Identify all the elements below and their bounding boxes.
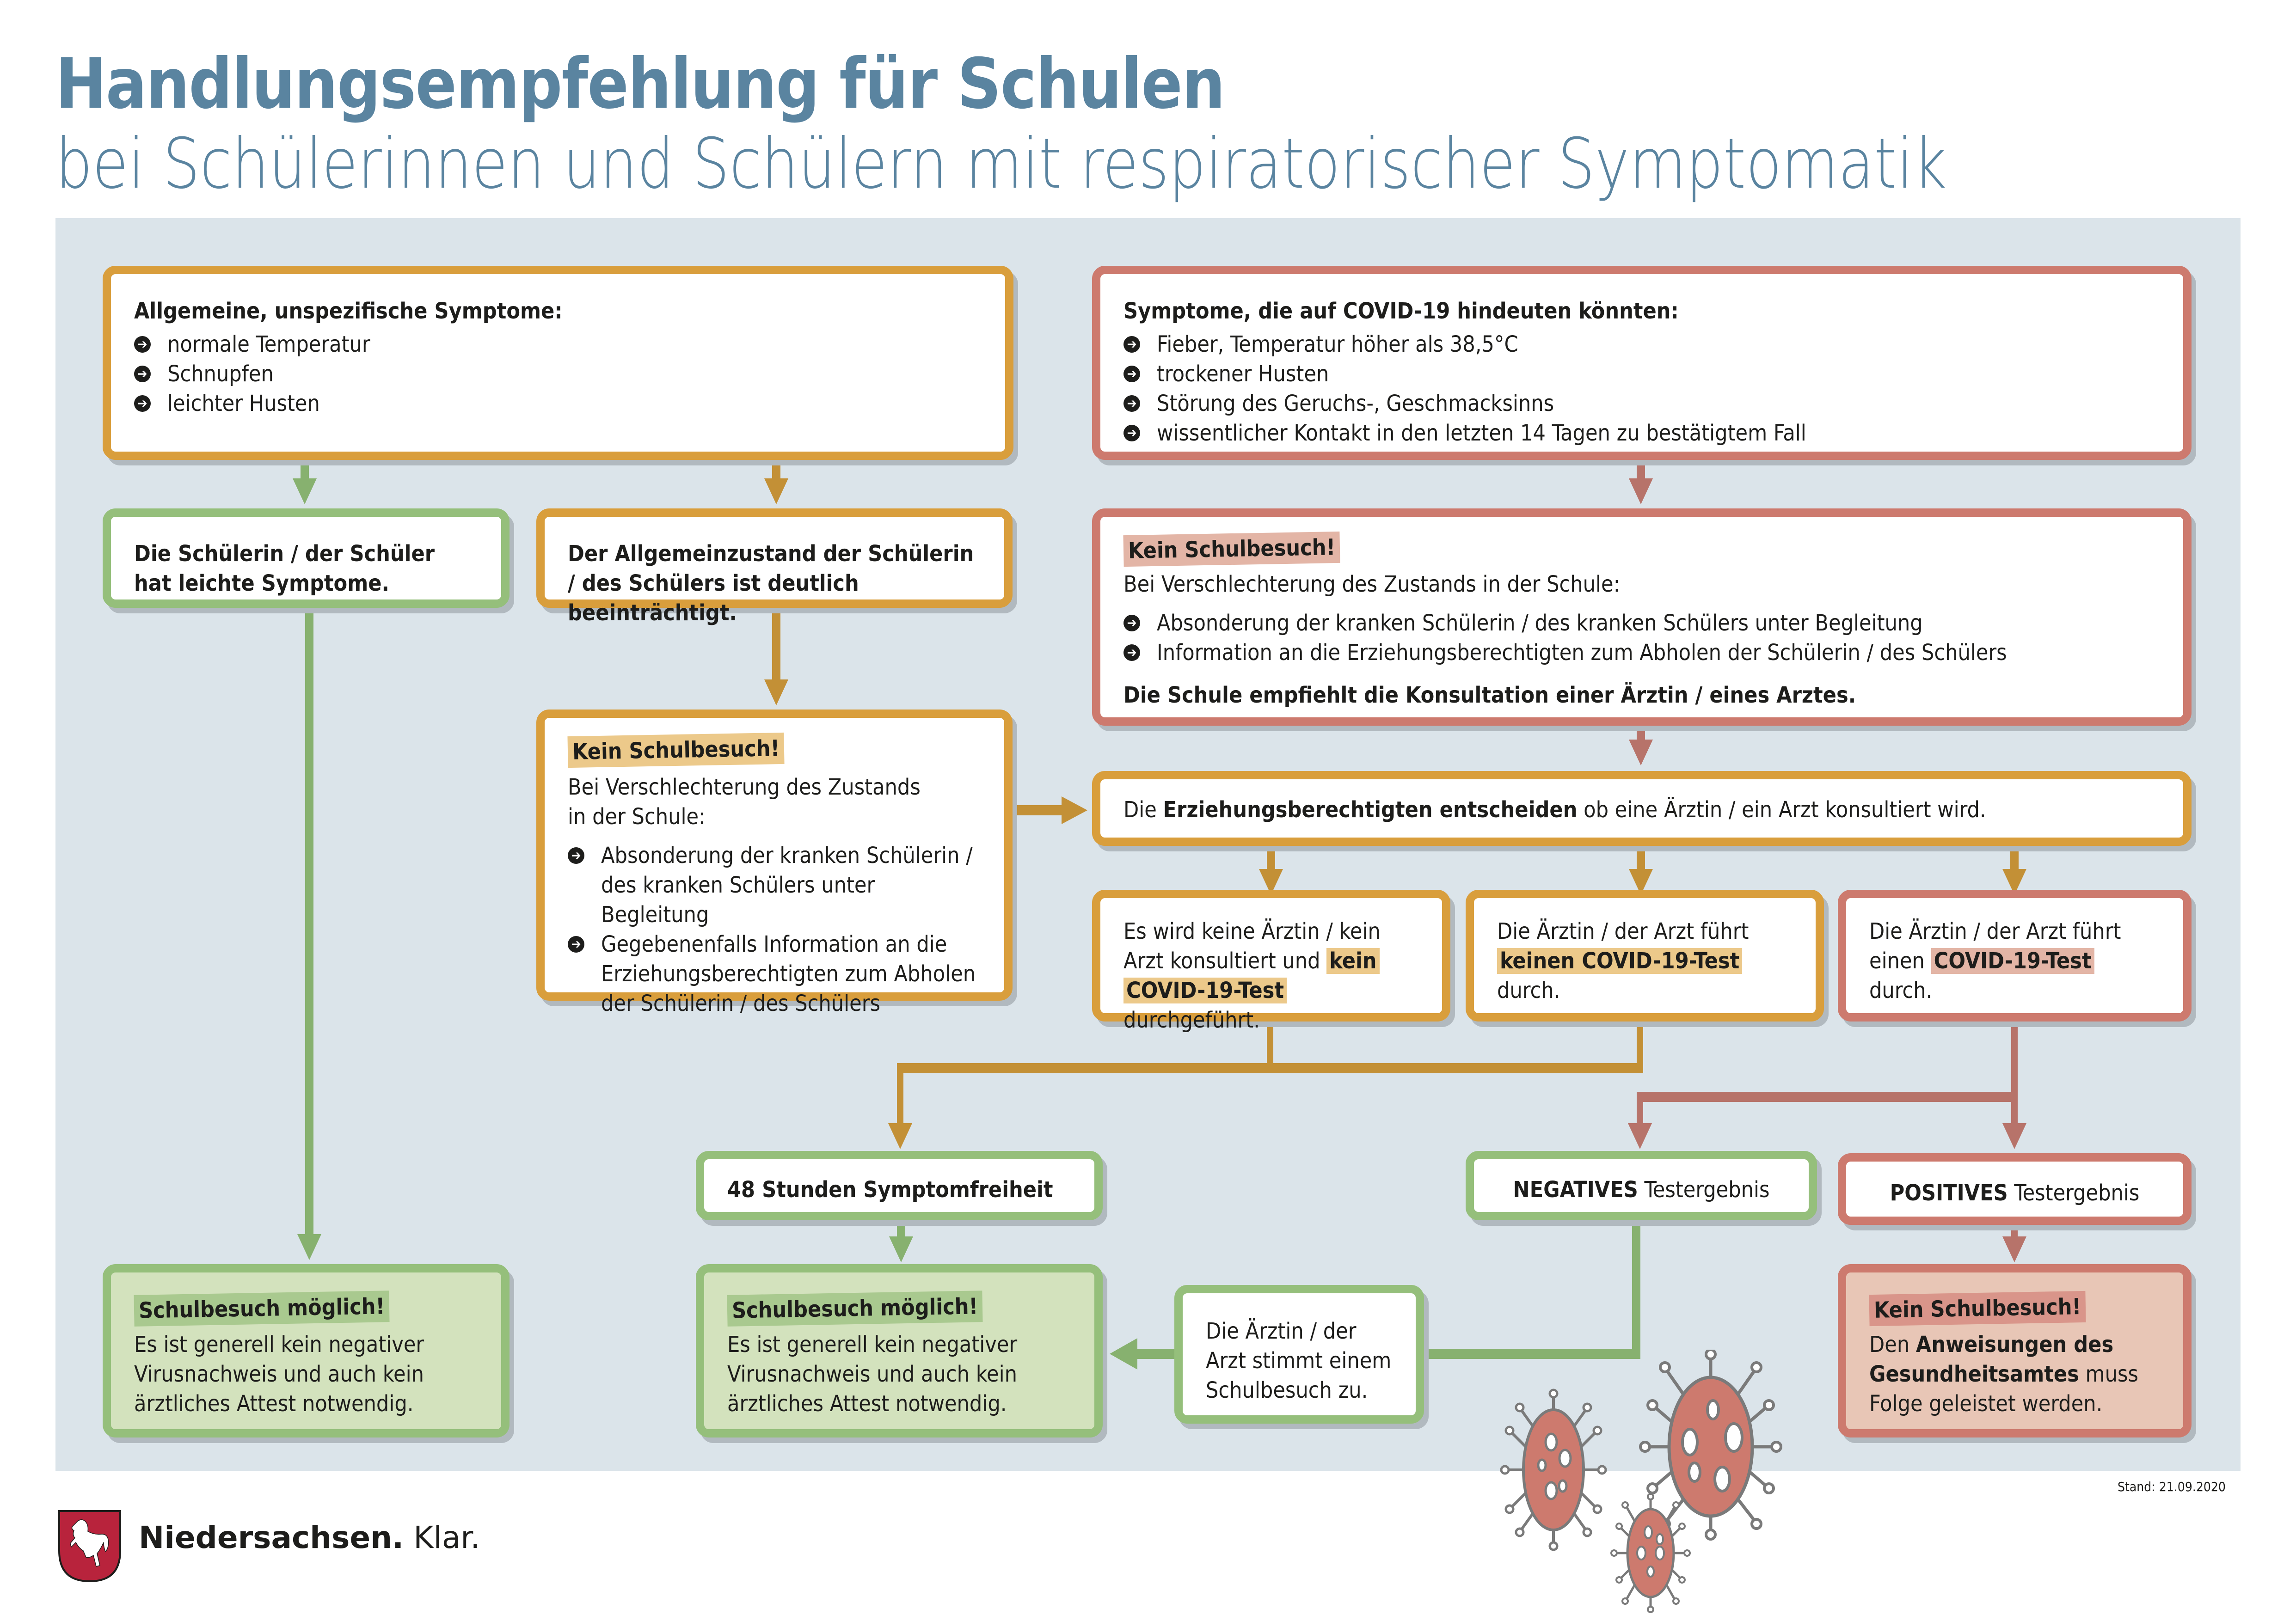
arrow-circle-right-icon: ➔ — [1123, 644, 1140, 661]
option-no-doctor-box: Es wird keine Ärztin / kein Arzt konsult… — [1092, 890, 1450, 1033]
list-item: ➔Fieber, Temperatur höher als 38,5°C — [1123, 330, 2160, 359]
connector — [1267, 846, 1275, 874]
condition-intro: Bei Verschlechterung des Zustands in der… — [568, 774, 921, 830]
arrow-down-icon — [297, 1234, 321, 1260]
connector — [2011, 1022, 2018, 1128]
list-item: ➔normale Temperatur — [134, 330, 982, 359]
connector — [1013, 805, 1063, 815]
connector — [1637, 726, 1645, 740]
connector — [2010, 846, 2019, 874]
coronavirus-icon — [1639, 1350, 1782, 1541]
school-possible-box-1: Schulbesuch möglich! Es ist generell kei… — [103, 1264, 510, 1437]
date-stamp: Stand: 21.09.2020 — [2118, 1479, 2226, 1494]
no-school-badge: Kein Schulbesuch! — [1123, 531, 1340, 567]
page-title: Handlungsempfehlung für Schulen — [55, 44, 1225, 124]
connector — [1637, 1092, 2018, 1102]
no-school-orange-box: Kein Schulbesuch! Bei Verschlechterung d… — [536, 710, 1013, 1016]
school-possible-text: Es ist generell kein negativer Virusnach… — [134, 1332, 424, 1417]
brand-wordmark: Niedersachsen. Klar. — [139, 1520, 480, 1555]
arrow-circle-right-icon: ➔ — [1123, 336, 1140, 353]
no-school-final-box: Kein Schulbesuch! Den Anweisungen des Ge… — [1838, 1264, 2192, 1437]
symptom-free-box: 48 Stunden Symptomfreiheit — [696, 1151, 1103, 1220]
coronavirus-icon — [1610, 1493, 1691, 1613]
connector — [1637, 460, 1645, 483]
list-item: ➔wissentlicher Kontakt in den letzten 14… — [1123, 418, 2160, 448]
measures-list: ➔Absonderung der kranken Schülerin / des… — [568, 841, 981, 1018]
list-item: ➔Information an die Erziehungsberechtigt… — [1123, 638, 2160, 667]
coronavirus-icon — [1500, 1389, 1607, 1551]
arrow-down-icon — [1629, 478, 1653, 504]
list-item: ➔Absonderung der kranken Schülerin / des… — [1123, 608, 2160, 638]
connector — [1637, 1092, 1643, 1128]
school-possible-badge: Schulbesuch möglich! — [134, 1291, 390, 1327]
condition-intro: Bei Verschlechterung des Zustands in der… — [1123, 571, 1621, 597]
arrow-down-icon — [764, 478, 788, 504]
connector — [301, 460, 309, 483]
arrow-down-icon — [1628, 1123, 1652, 1149]
option-no-test-box: Die Ärztin / der Arzt führt keinen COVID… — [1466, 890, 1824, 1022]
no-school-badge: Kein Schulbesuch! — [567, 732, 785, 768]
doctor-recommendation: Die Schule empfiehlt die Konsultation ei… — [1123, 682, 1856, 708]
health-office-instruction: Den Anweisungen des Gesundheitsamtes mus… — [1869, 1332, 2138, 1417]
mild-symptoms-box: Die Schülerin / der Schüler hat leichte … — [103, 508, 510, 608]
page-subtitle: bei Schülerinnen und Schülern mit respir… — [55, 124, 1947, 204]
list-item: ➔leichter Husten — [134, 389, 982, 418]
arrow-circle-right-icon: ➔ — [1123, 395, 1140, 412]
negative-result-box: NEGATIVES Testergebnis — [1466, 1151, 1817, 1220]
arrow-circle-right-icon: ➔ — [568, 936, 584, 953]
lower-saxony-horse-crest-icon — [58, 1510, 121, 1583]
arrow-circle-right-icon: ➔ — [134, 366, 151, 382]
connector — [1415, 1349, 1640, 1359]
general-symptoms-box: Allgemeine, unspezifische Symptome: ➔nor… — [103, 266, 1013, 460]
arrow-down-icon — [2002, 1236, 2026, 1262]
connector — [1632, 1220, 1640, 1359]
connector — [1267, 1022, 1273, 1072]
arrow-circle-right-icon: ➔ — [134, 336, 151, 353]
arrow-down-icon — [889, 1236, 913, 1262]
arrow-down-icon — [293, 478, 317, 504]
connector — [305, 608, 313, 1236]
list-item: ➔Gegebenenfalls Information an die Erzie… — [568, 930, 981, 1018]
positive-result-box: POSITIVES Testergebnis — [1838, 1153, 2192, 1225]
arrow-down-icon — [2002, 1123, 2026, 1149]
school-possible-text: Es ist generell kein negativer Virusnach… — [727, 1332, 1018, 1417]
arrow-circle-right-icon: ➔ — [1123, 615, 1140, 631]
doctor-approves-box: Die Ärztin / der Arzt stimmt einem Schul… — [1174, 1285, 1424, 1424]
connector — [1637, 846, 1645, 874]
arrow-left-icon — [1110, 1338, 1137, 1370]
arrow-down-icon — [764, 679, 788, 705]
general-symptoms-heading: Allgemeine, unspezifische Symptome: — [134, 298, 563, 324]
connector — [772, 608, 780, 682]
connector — [897, 1063, 903, 1128]
arrow-circle-right-icon: ➔ — [1123, 366, 1140, 382]
arrow-down-icon — [888, 1123, 912, 1149]
covid-symptoms-heading: Symptome, die auf COVID-19 hindeuten kön… — [1123, 298, 1679, 324]
list-item: ➔Störung des Geruchs-, Geschmacksinns — [1123, 389, 2160, 418]
no-school-red-box: Kein Schulbesuch! Bei Verschlechterung d… — [1092, 508, 2192, 726]
list-item: ➔trockener Husten — [1123, 359, 2160, 389]
school-possible-box-2: Schulbesuch möglich! Es ist generell kei… — [696, 1264, 1103, 1437]
no-school-badge: Kein Schulbesuch! — [1869, 1291, 2086, 1327]
connector — [2011, 1225, 2018, 1239]
covid-symptoms-list: ➔Fieber, Temperatur höher als 38,5°C ➔tr… — [1123, 330, 2160, 448]
connector — [1128, 1349, 1179, 1359]
arrow-down-icon — [1629, 740, 1653, 765]
measures-list: ➔Absonderung der kranken Schülerin / des… — [1123, 608, 2160, 667]
connector — [1637, 1022, 1643, 1070]
school-possible-badge: Schulbesuch möglich! — [727, 1291, 983, 1327]
list-item: ➔Schnupfen — [134, 359, 982, 389]
parents-decide-box: Die Erziehungsberechtigten entscheiden o… — [1092, 771, 2192, 846]
covid-symptoms-box: Symptome, die auf COVID-19 hindeuten kön… — [1092, 266, 2192, 460]
connector — [772, 460, 780, 483]
general-symptoms-list: ➔normale Temperatur ➔Schnupfen ➔leichter… — [134, 330, 982, 418]
arrow-right-icon — [1062, 796, 1087, 824]
impaired-condition-box: Der Allgemeinzustand der Schülerin / des… — [536, 508, 1013, 626]
option-test-box: Die Ärztin / der Arzt führt einen COVID-… — [1838, 890, 2192, 1022]
connector — [897, 1220, 905, 1239]
connector — [897, 1063, 1643, 1073]
list-item: ➔Absonderung der kranken Schülerin / des… — [568, 841, 981, 930]
arrow-circle-right-icon: ➔ — [568, 847, 584, 864]
arrow-circle-right-icon: ➔ — [134, 395, 151, 412]
arrow-circle-right-icon: ➔ — [1123, 425, 1140, 441]
